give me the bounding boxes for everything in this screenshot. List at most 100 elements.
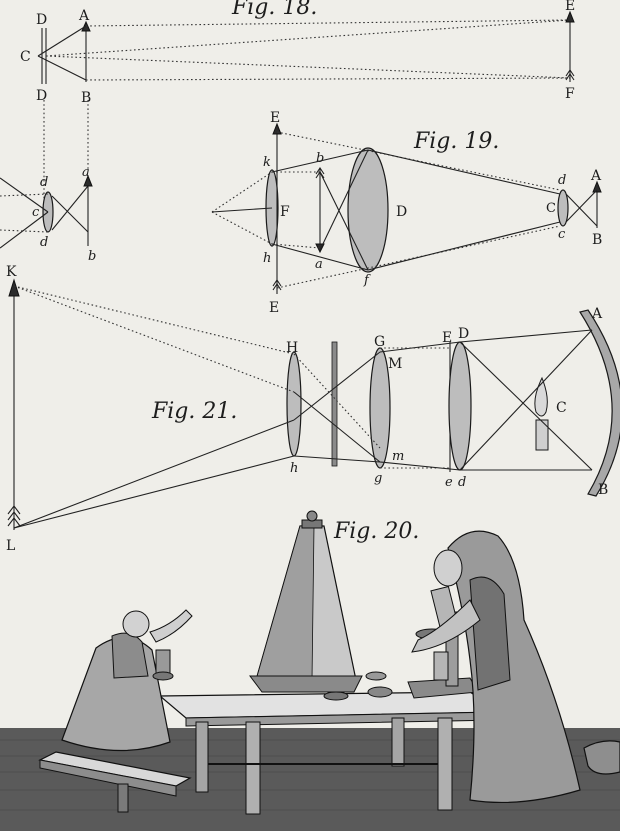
fig-18-dotted-ray	[45, 55, 571, 79]
fig-19-ray	[211, 207, 273, 213]
fig-21-ray	[293, 391, 381, 463]
fig-21-ray	[459, 329, 593, 343]
fig-21-dotted-ray	[13, 285, 295, 355]
lens-slider	[323, 691, 349, 701]
fig-19-diagram: Fig. 19. E k	[211, 110, 602, 316]
fig-19-ray	[565, 193, 598, 227]
lantern-base	[249, 675, 363, 693]
fig-19-label-b: B	[592, 232, 602, 248]
fig-18-arrowhead	[565, 10, 575, 23]
fig-19-label-d: d	[558, 173, 566, 188]
fig-18-label-d: D	[36, 88, 47, 104]
fig-18-dotted-ray	[85, 77, 571, 81]
fig-19-arrow-feather	[272, 279, 282, 291]
girl-raised-arm	[149, 609, 193, 643]
fig-19-dotted-ray	[276, 131, 561, 191]
fig-21-label-k: K	[6, 264, 17, 280]
fig-21-ray	[293, 351, 381, 421]
fig-21-lens-h	[286, 351, 302, 457]
man-robe-fold	[469, 576, 511, 691]
fig-21-label-e: E	[442, 330, 452, 346]
fig-21-label-a: A	[591, 306, 603, 322]
fig-19-objective-lens	[347, 147, 389, 273]
fig-21-ray	[13, 455, 295, 529]
fig-left-label-a: a	[82, 165, 90, 180]
fig-18-ray	[37, 25, 87, 57]
fig-21-label-m: m	[392, 449, 404, 464]
fig-21-ray	[459, 329, 593, 471]
man-arm	[411, 599, 481, 653]
fig-left-label-d: d	[40, 175, 48, 190]
lens-slider	[365, 671, 387, 681]
fig-left-label-d: d	[40, 235, 48, 250]
table-leg	[245, 721, 261, 815]
fig-21-label-c: C	[556, 400, 567, 416]
fig-19-label-a: A	[590, 168, 602, 184]
fig-19-arrowhead	[272, 122, 282, 135]
girl-head	[122, 610, 150, 638]
fig-18-dotted-ray	[85, 19, 571, 27]
fig-20-scene: Fig. 20.	[0, 510, 620, 831]
fig-21-lens-d	[448, 341, 472, 471]
table-leg	[437, 717, 453, 811]
fig-18-label-c: C	[20, 49, 31, 65]
fig-18-dotted-ray	[45, 19, 571, 57]
fig-19-label-f: f	[363, 273, 371, 288]
fig-19-label-h: h	[263, 251, 271, 266]
fig-21-diagram: Fig. 21. K L	[6, 264, 620, 554]
fig-21-label-b: B	[598, 482, 608, 498]
fig-19-label-d: D	[396, 204, 407, 220]
fig-19-label-f: F	[280, 204, 290, 220]
fig-18-label-b: B	[81, 90, 91, 106]
fig-19-arrowhead	[592, 180, 602, 193]
girl-microscope-base	[152, 671, 174, 681]
fig-19-ray	[271, 243, 369, 271]
fig-19-dotted-ray	[211, 171, 273, 213]
fig-18-diagram: Fig. 18. D A C D B E F	[20, 0, 575, 106]
fig-18-title: Fig. 18.	[231, 0, 317, 20]
fig-left-arrowhead	[83, 174, 93, 187]
fig-left-label-c: c	[32, 205, 40, 220]
fig-21-ray	[13, 419, 295, 529]
lantern-knob	[306, 510, 318, 522]
fig-left-ray	[0, 211, 49, 249]
fig-21-candle	[535, 419, 549, 451]
fig-21-label-d: d	[458, 475, 466, 490]
fig-21-concave-mirror	[579, 309, 620, 497]
fig-19-small-lens	[557, 189, 569, 227]
fig-21-label-h: h	[290, 461, 298, 476]
fig-21-ray	[293, 455, 381, 463]
fig-19-title: Fig. 19.	[413, 129, 499, 154]
microscope-cup	[433, 651, 449, 681]
fig-19-label-e: E	[270, 110, 280, 126]
fig-21-label-m: M	[388, 356, 402, 372]
fig-19-ray	[565, 189, 598, 223]
fig-21-ray	[459, 341, 593, 471]
footstool-leg	[117, 783, 129, 813]
fig-18-ray	[37, 55, 87, 81]
fig-18-label-e: E	[565, 0, 575, 14]
fig-21-ray	[379, 341, 461, 353]
fig-18-label-f: F	[565, 86, 575, 102]
fig-left-ray	[51, 185, 89, 231]
table-leg	[195, 721, 209, 793]
lens-slider	[367, 686, 393, 698]
fig-21-arrowhead	[8, 278, 20, 297]
fig-19-dotted-ray	[211, 211, 273, 245]
fig-left-diagram: d c d a b	[0, 100, 96, 264]
girl-small-microscope	[155, 649, 171, 675]
fig-19-label-b: b	[316, 151, 324, 166]
fig-21-label-e: e	[445, 475, 453, 490]
fig-19-ray	[367, 149, 561, 195]
fig-20-title: Fig. 20.	[333, 519, 419, 544]
fig-left-label-b: b	[88, 249, 96, 264]
fig-21-label-g: g	[374, 471, 382, 486]
fig-left-ray	[51, 195, 89, 233]
fig-19-ray	[319, 171, 369, 271]
fig-21-title: Fig. 21.	[151, 399, 237, 424]
fig-19-label-c: c	[558, 227, 566, 242]
fig-18-arrow-feather	[565, 69, 575, 81]
basin	[583, 740, 620, 775]
fig-19-ray	[271, 149, 369, 173]
